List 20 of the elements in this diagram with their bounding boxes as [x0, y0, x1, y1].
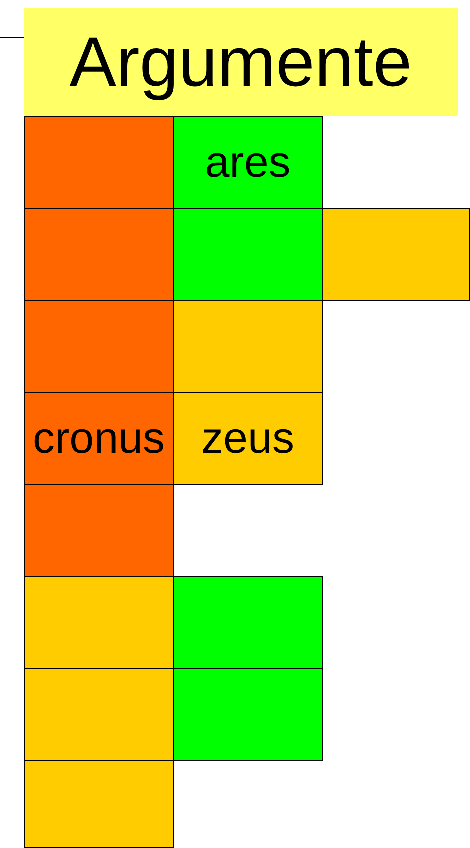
grid-cell: [173, 208, 323, 301]
grid-cell: [24, 576, 174, 669]
grid-cell: [322, 208, 470, 301]
cell-label: cronus: [32, 414, 166, 464]
grid-cell: [24, 300, 174, 393]
title-banner: [24, 8, 458, 116]
grid-cell: [24, 484, 174, 577]
grid-cell: [24, 760, 174, 848]
grid-cell: [24, 116, 174, 209]
grid-cell: [24, 208, 174, 301]
grid-cell: [24, 668, 174, 761]
grid-cell: [173, 116, 323, 209]
grid-cell: [173, 576, 323, 669]
cell-label: ares: [205, 138, 291, 188]
grid-cell: [24, 392, 174, 485]
title-text: Argumente: [70, 22, 412, 102]
grid-cell: [173, 392, 323, 485]
grid-cell: [173, 300, 323, 393]
cell-label: zeus: [202, 414, 294, 464]
grid-cell: [173, 668, 323, 761]
